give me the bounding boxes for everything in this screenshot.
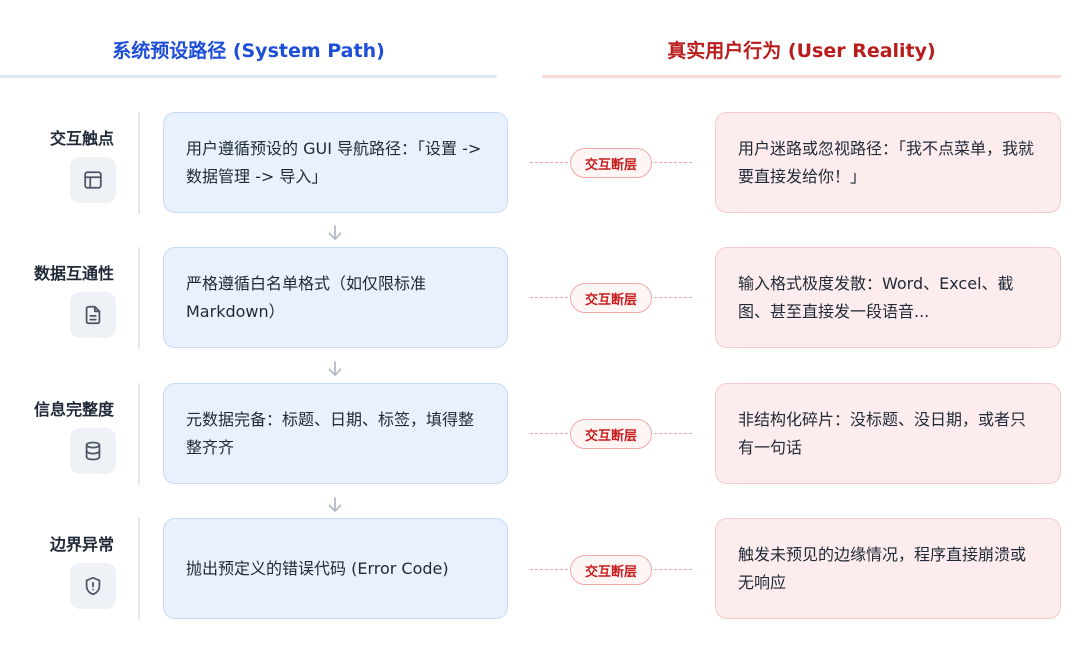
gap-badge: 交互断层	[570, 419, 652, 449]
user-card-edge-cases: 触发未预见的边缘情况，程序直接崩溃或无响应	[715, 518, 1061, 619]
row-divider	[138, 247, 140, 349]
user-card-touchpoint: 用户迷路或忽视路径：「我不点菜单，我就要直接发给你！」	[715, 112, 1061, 213]
layout-icon	[70, 157, 116, 203]
arrow-down-icon	[326, 496, 344, 514]
user-card-interoperability: 输入格式极度发散：Word、Excel、截图、甚至直接发一段语音...	[715, 247, 1061, 348]
row-label-touchpoint: 交互触点	[49, 129, 114, 148]
row-divider	[138, 112, 140, 214]
gap-badge: 交互断层	[570, 555, 652, 585]
row-divider	[138, 383, 140, 485]
system-card-edge-cases: 抛出预定义的错误代码 (Error Code)	[163, 518, 508, 619]
user-header-underline	[542, 75, 1061, 78]
user-card-completeness: 非结构化碎片：没标题、没日期，或者只有一句话	[715, 383, 1061, 484]
database-icon	[70, 428, 116, 474]
user-reality-header: 真实用户行为 (User Reality)	[667, 40, 936, 62]
row-label-interoperability: 数据互通性	[33, 264, 114, 283]
system-path-header: 系统预设路径 (System Path)	[112, 40, 385, 62]
system-header-underline	[0, 75, 497, 78]
system-card-touchpoint: 用户遵循预设的 GUI 导航路径：「设置 -> 数据管理 -> 导入」	[163, 112, 508, 213]
arrow-down-icon	[326, 224, 344, 242]
arrow-down-icon	[326, 360, 344, 378]
document-icon	[70, 292, 116, 338]
row-label-completeness: 信息完整度	[33, 400, 114, 419]
row-divider	[138, 518, 140, 620]
system-card-interoperability: 严格遵循白名单格式（如仅限标准 Markdown）	[163, 247, 508, 348]
gap-badge: 交互断层	[570, 283, 652, 313]
row-label-edge-cases: 边界异常	[49, 535, 114, 554]
gap-badge: 交互断层	[570, 148, 652, 178]
shield-alert-icon	[70, 563, 116, 609]
system-card-completeness: 元数据完备：标题、日期、标签，填得整整齐齐	[163, 383, 508, 484]
